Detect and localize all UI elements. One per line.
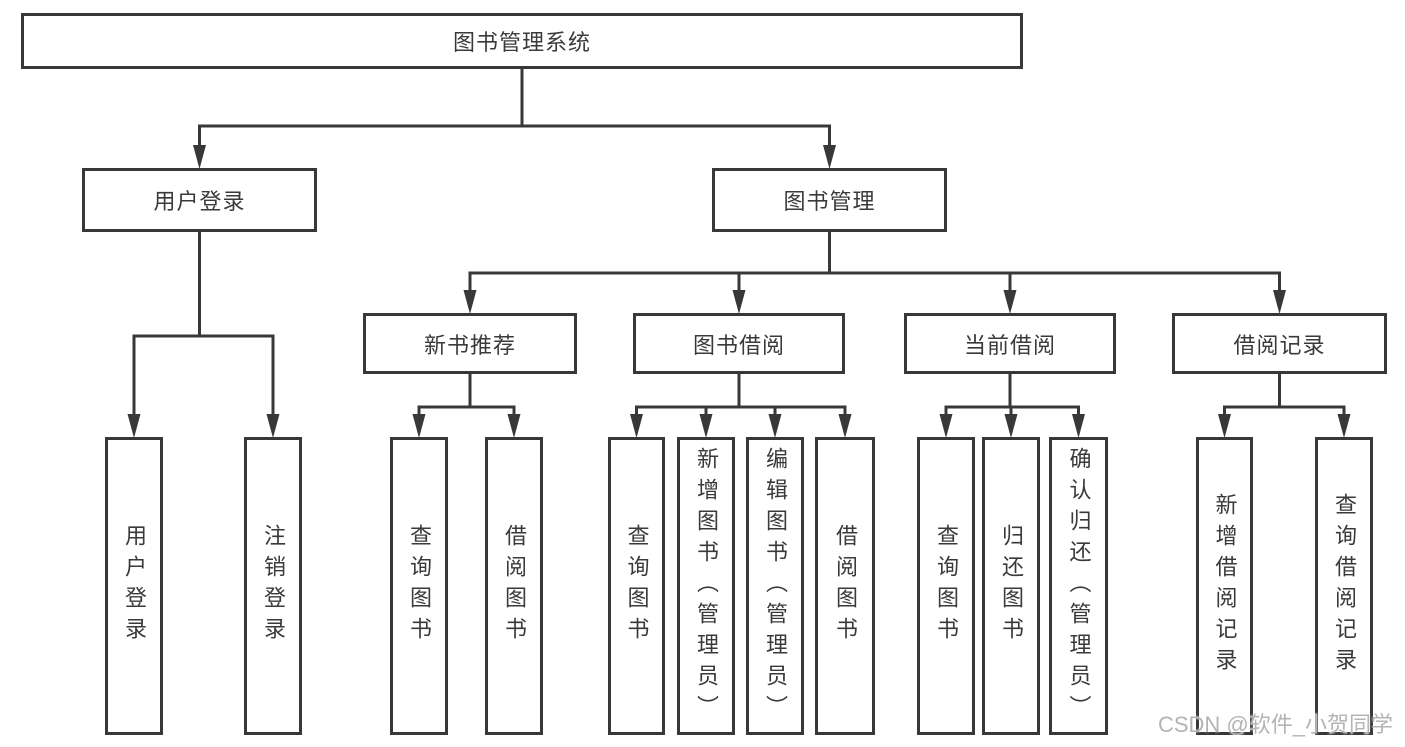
node-label-cb-confirm: 确认归还（管理员） [1066, 446, 1092, 726]
node-box-nbr-borrow: 借阅图书 [485, 437, 543, 735]
arrowhead-icon [463, 290, 477, 314]
node-label-user-login: 用户登录 [153, 189, 246, 214]
arrowhead-icon [193, 145, 206, 169]
node-box-borrow-records: 借阅记录 [1172, 313, 1387, 374]
node-box-new-book-rec: 新书推荐 [363, 313, 577, 374]
arrowhead-icon [1072, 414, 1085, 438]
arrowhead-icon [127, 414, 141, 438]
node-label-cb-return: 归还图书 [999, 524, 1024, 648]
arrowhead-icon [412, 414, 426, 438]
node-label-borrow-records: 借阅记录 [1233, 332, 1326, 358]
arrowhead-icon [266, 414, 280, 438]
node-label-current-borrow: 当前借阅 [963, 332, 1056, 358]
node-label-bb-borrow: 借阅图书 [833, 524, 858, 648]
node-label-nbr-query: 查询图书 [407, 524, 432, 648]
node-label-cb-query: 查询图书 [934, 524, 959, 648]
node-box-current-borrow: 当前借阅 [904, 313, 1116, 374]
node-label-new-book-rec: 新书推荐 [423, 332, 516, 358]
node-label-bb-edit: 编辑图书（管理员） [763, 446, 788, 726]
node-box-book-borrow: 图书借阅 [633, 313, 845, 374]
node-label-bb-add: 新增图书（管理员） [694, 446, 719, 726]
arrowhead-icon [838, 414, 852, 438]
node-label-logout: 注销登录 [261, 524, 286, 648]
node-label-book-mgmt: 图书管理 [783, 189, 876, 214]
node-label-br-add: 新增借阅记录 [1212, 493, 1238, 679]
node-box-nbr-query: 查询图书 [390, 437, 448, 735]
arrowhead-icon [823, 145, 836, 169]
node-label-nbr-borrow: 借阅图书 [502, 524, 527, 648]
node-box-cb-confirm: 确认归还（管理员） [1049, 437, 1108, 735]
arrowhead-icon [939, 414, 953, 438]
node-label-book-borrow: 图书借阅 [692, 332, 785, 358]
node-box-user-login-leaf: 用户登录 [105, 437, 163, 735]
node-box-cb-query: 查询图书 [917, 437, 975, 735]
arrowhead-icon [1003, 290, 1017, 314]
arrowhead-icon [699, 414, 713, 438]
arrowhead-icon [1218, 414, 1231, 438]
node-box-bb-borrow: 借阅图书 [815, 437, 875, 735]
node-box-book-mgmt: 图书管理 [712, 168, 947, 232]
arrowhead-icon [1004, 414, 1018, 438]
node-box-bb-query: 查询图书 [608, 437, 665, 735]
node-box-br-add: 新增借阅记录 [1196, 437, 1253, 735]
node-box-br-query: 查询借阅记录 [1315, 437, 1373, 735]
node-label-bb-query: 查询图书 [624, 524, 650, 648]
node-label-br-query: 查询借阅记录 [1332, 493, 1357, 679]
arrowhead-icon [1273, 290, 1286, 314]
arrowhead-icon [732, 290, 746, 314]
node-box-user-login: 用户登录 [82, 168, 317, 232]
arrowhead-icon [1337, 414, 1351, 438]
node-box-bb-edit: 编辑图书（管理员） [746, 437, 804, 735]
arrowhead-icon [630, 414, 643, 438]
node-label-user-login-leaf: 用户登录 [122, 524, 147, 648]
node-box-logout: 注销登录 [244, 437, 302, 735]
arrowhead-icon [507, 414, 521, 438]
node-box-bb-add: 新增图书（管理员） [677, 437, 735, 735]
node-box-root: 图书管理系统 [21, 13, 1023, 69]
node-box-cb-return: 归还图书 [982, 437, 1040, 735]
node-label-root: 图书管理系统 [452, 30, 591, 55]
arrowhead-icon [768, 414, 782, 438]
